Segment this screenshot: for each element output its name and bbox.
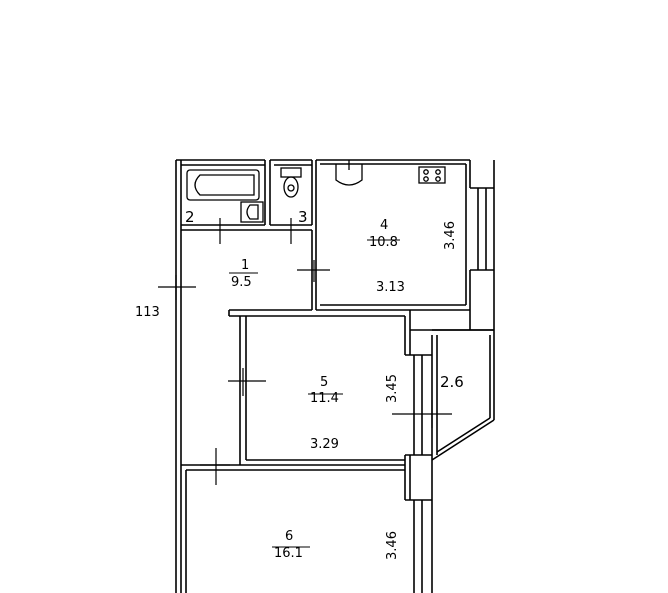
room-4-number: 4 (380, 218, 389, 233)
sink-icon (240, 201, 264, 223)
outer-dimension-label: 113 (135, 305, 160, 320)
room-6-area: 16.1 (274, 546, 303, 561)
room-1-number: 1 (241, 258, 250, 273)
room-5-height-dimension: 3.45 (384, 374, 400, 403)
room-5-number: 5 (320, 375, 329, 390)
room-3-number: 3 (298, 208, 308, 226)
room-6-height-dimension: 3.46 (384, 531, 400, 560)
toilet-icon (280, 167, 302, 198)
room-1-area: 9.5 (231, 275, 252, 290)
kitchen-sink-icon (335, 160, 363, 186)
door-marks (158, 218, 452, 485)
room-6-number: 6 (285, 529, 294, 544)
room-4-width-dimension: 3.13 (376, 280, 405, 295)
room-2-number: 2 (185, 208, 195, 226)
room-5-width-dimension: 3.29 (310, 437, 339, 452)
balcony-area: 2.6 (440, 373, 464, 391)
bathtub-icon (186, 169, 260, 201)
room-4-height-dimension: 3.46 (442, 221, 458, 250)
room-5-area: 11.4 (310, 391, 339, 406)
stove-icon (418, 166, 446, 184)
room-4-area: 10.8 (369, 235, 398, 250)
